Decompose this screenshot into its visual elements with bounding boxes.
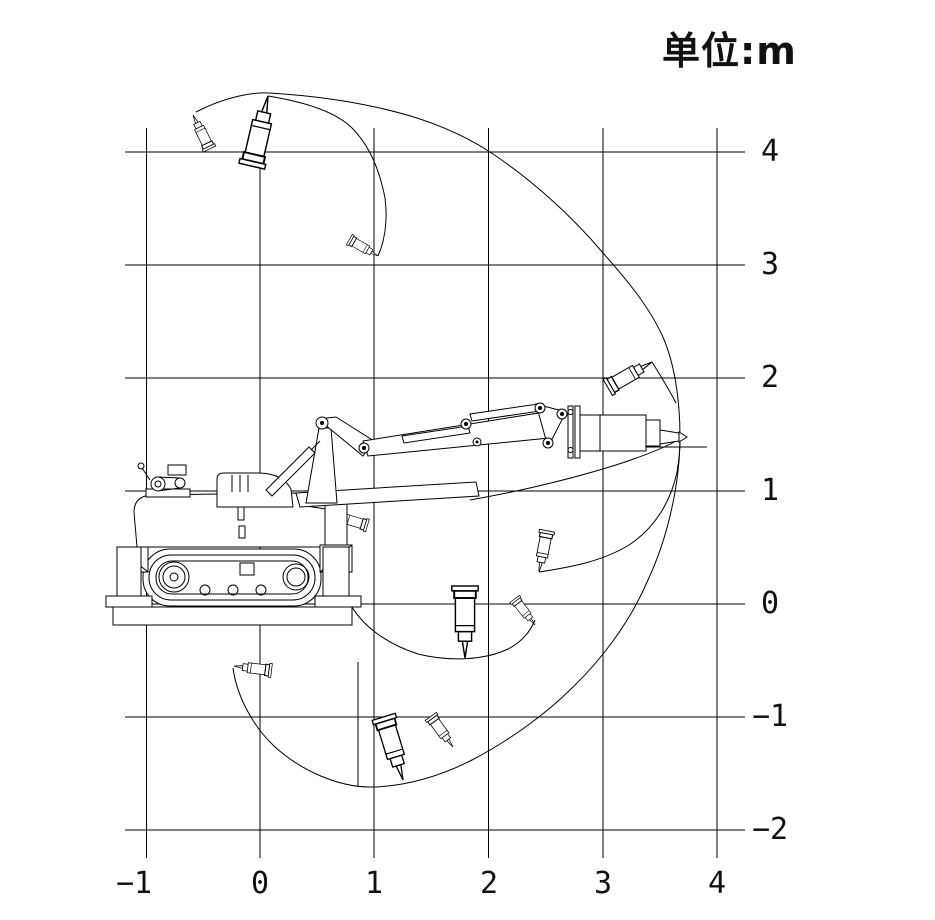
y-tick-label-neg2: −2 bbox=[752, 812, 788, 847]
breaker-position-lower-left-icon bbox=[232, 658, 273, 678]
envelope-inner-front-curve bbox=[329, 512, 536, 660]
unit-title: 单位:m bbox=[662, 29, 797, 73]
arm-cylinder bbox=[401, 425, 471, 444]
left-outrigger bbox=[105, 546, 153, 608]
boom-kingpost bbox=[305, 427, 338, 504]
breaker-position-down-icon bbox=[450, 585, 480, 659]
arm-joints bbox=[315, 402, 568, 454]
working-envelope bbox=[195, 92, 707, 788]
right-outrigger bbox=[314, 544, 362, 608]
breaker-position-bottom-icon bbox=[371, 712, 416, 785]
ground-base-plate bbox=[112, 606, 353, 626]
y-tick-label-0: 0 bbox=[761, 586, 779, 621]
y-tick-label-1: 1 bbox=[761, 473, 779, 508]
breaker-position-upper-right-icon bbox=[602, 353, 658, 397]
y-axis-labels: 4 3 2 1 0 −1 −2 bbox=[752, 134, 788, 847]
breaker-position-mid-down-icon bbox=[530, 528, 556, 575]
x-tick-label-4: 4 bbox=[708, 866, 726, 901]
x-tick-label-3: 3 bbox=[594, 866, 612, 901]
breaker-position-upper-mid-icon bbox=[345, 233, 382, 262]
crawler-track bbox=[142, 548, 322, 607]
y-tick-label-3: 3 bbox=[761, 247, 779, 282]
x-tick-label-2: 2 bbox=[480, 866, 498, 901]
y-tick-label-4: 4 bbox=[761, 134, 779, 169]
breaker-position-bottom-right-icon bbox=[424, 711, 460, 752]
arm-rest-platform bbox=[295, 481, 480, 508]
envelope-inner-top-curve bbox=[267, 95, 387, 257]
breaker-position-mid-angled-icon bbox=[509, 594, 541, 630]
breaker-chisel-tip bbox=[678, 431, 688, 443]
boom-cylinder bbox=[265, 446, 316, 497]
hull-detail-2 bbox=[238, 525, 246, 539]
arm-silhouette-line bbox=[469, 439, 679, 501]
x-tick-label-neg1: −1 bbox=[116, 866, 152, 901]
hydraulic-breaker bbox=[567, 405, 688, 459]
y-tick-label-neg1: −1 bbox=[752, 699, 788, 734]
hull-front-box bbox=[324, 501, 348, 547]
breaker-position-top-left-icon bbox=[186, 111, 217, 153]
y-tick-label-2: 2 bbox=[761, 360, 779, 395]
boom-cylinder-rod bbox=[310, 440, 321, 451]
breaker-position-top-icon bbox=[237, 92, 282, 171]
rear-winch-assembly bbox=[137, 462, 191, 498]
envelope-inner-right-curve bbox=[538, 439, 681, 573]
envelope-arc-upper-right bbox=[651, 361, 677, 404]
x-axis-labels: −1 0 1 2 3 4 bbox=[116, 866, 726, 901]
demolition-robot-drawing bbox=[105, 402, 688, 626]
x-tick-label-1: 1 bbox=[365, 866, 383, 901]
x-tick-label-0: 0 bbox=[251, 866, 269, 901]
